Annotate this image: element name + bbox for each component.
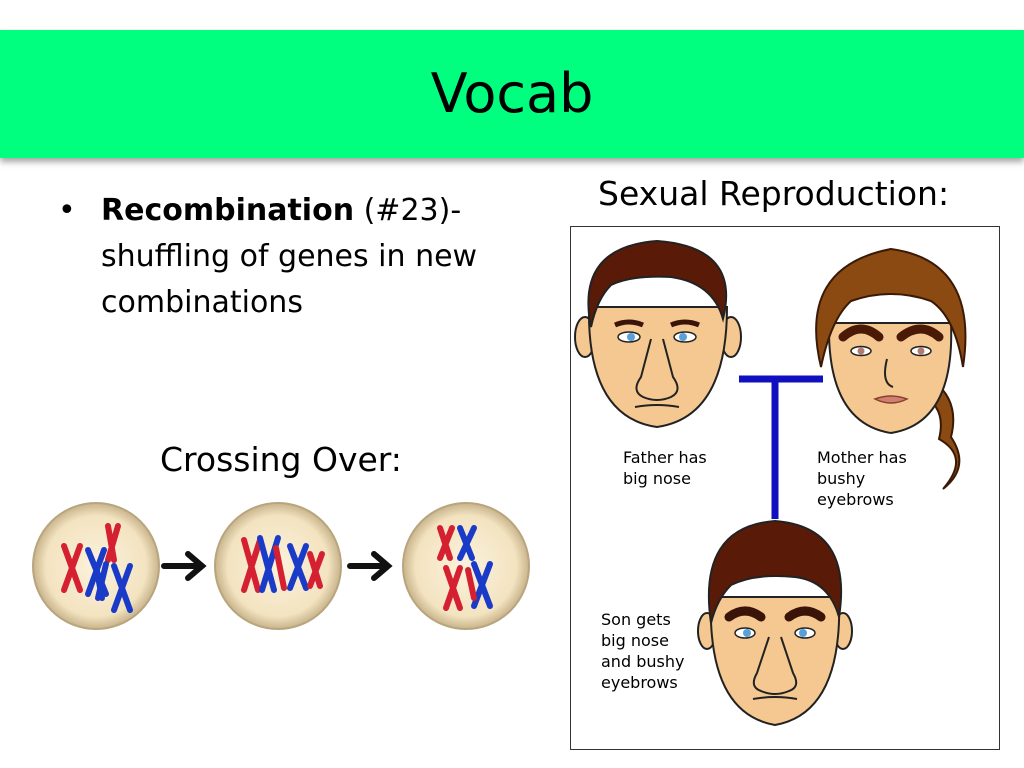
arrow-icon [347, 551, 393, 581]
term-definition: shuffling of genes in new combinations [101, 239, 478, 320]
bullet-dot: • [58, 193, 76, 228]
son-face [697, 519, 853, 727]
sexual-reproduction-label: Sexual Reproduction: [598, 174, 950, 213]
cell-1 [32, 502, 160, 630]
family-diagram [574, 239, 967, 727]
family-line [739, 375, 823, 519]
term-reference: (#23)- [354, 193, 462, 228]
slide-title: Vocab [430, 62, 594, 125]
father-caption: Father has big nose [623, 448, 707, 488]
arrow-icon [161, 551, 207, 581]
son-caption: Son gets big nose and bushy eyebrows [601, 610, 685, 692]
cell-3 [402, 502, 530, 630]
crossing-over-diagram [32, 502, 530, 630]
family-diagram-panel: Father has big nose Mother has bushy eye… [570, 226, 1000, 750]
title-band: Vocab [0, 30, 1024, 158]
mother-caption: Mother has bushy eyebrows [817, 448, 907, 509]
bullet-text: Recombination (#23)- shuffling of genes i… [101, 188, 521, 326]
crossing-over-label: Crossing Over: [160, 440, 402, 479]
father-face [574, 239, 742, 429]
mother-face [815, 247, 967, 490]
term-recombination: Recombination [101, 193, 355, 228]
cell-2 [214, 502, 342, 630]
